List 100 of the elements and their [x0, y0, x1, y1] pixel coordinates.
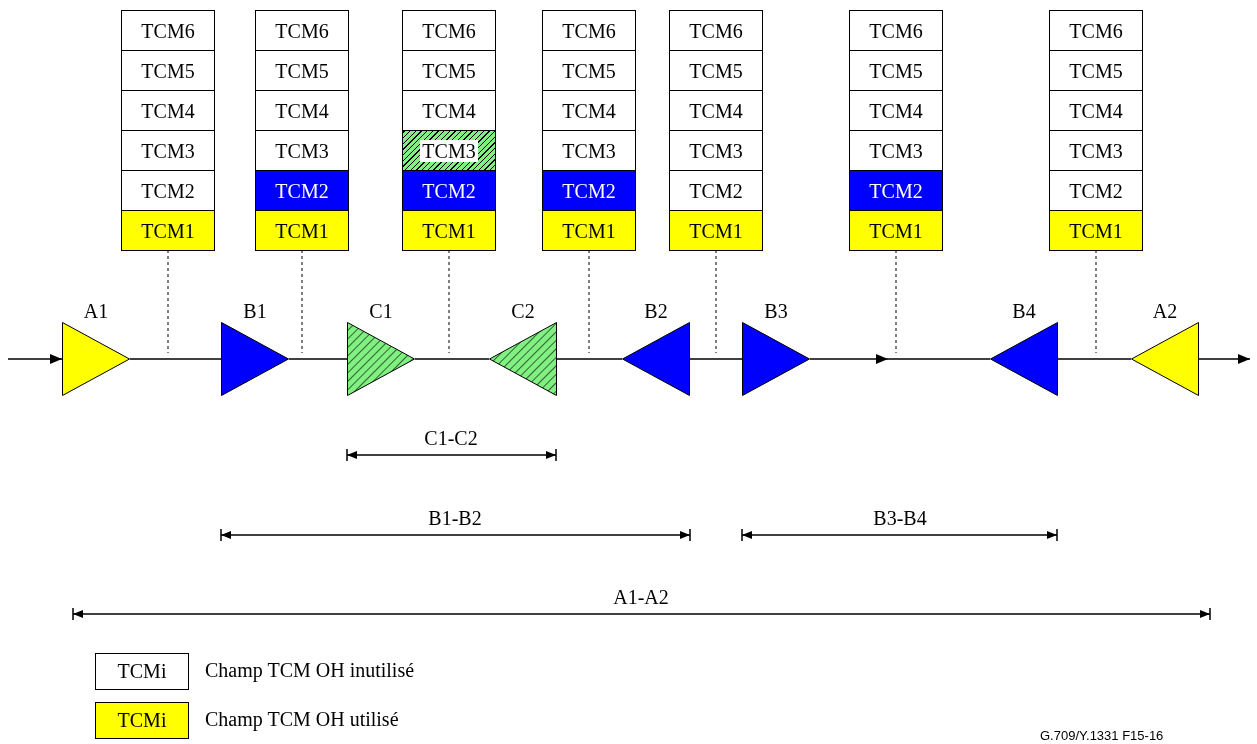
- tcm-field: [669, 130, 763, 171]
- leader-line: [715, 249, 717, 354]
- tcm-field: [1049, 210, 1143, 251]
- signal-line: [809, 354, 889, 364]
- tcm-field: [849, 170, 943, 211]
- field-label: TCM1: [140, 219, 196, 242]
- field-label: TCM5: [1068, 59, 1124, 82]
- field-label: TCM4: [274, 99, 330, 122]
- field-label: TCM1: [688, 219, 744, 242]
- field-label: TCM2: [688, 179, 744, 202]
- field-label: TCM1: [868, 219, 924, 242]
- signal-line: [556, 358, 623, 360]
- field-label: TCM6: [1068, 19, 1124, 42]
- tcm-field: [849, 10, 943, 51]
- tcm-field: [542, 50, 636, 91]
- tcm-field: [121, 210, 215, 251]
- signal-line: [1057, 358, 1132, 360]
- tcm-field: [669, 50, 763, 91]
- tcm-field: [255, 50, 349, 91]
- triangle-symbol: [62, 322, 130, 396]
- leader-line: [588, 249, 590, 354]
- field-label: TCM2: [1068, 179, 1124, 202]
- field-label: TCM2: [561, 179, 617, 202]
- tcm-field: [1049, 50, 1143, 91]
- tcm-field: [402, 170, 496, 211]
- leader-line: [448, 249, 450, 354]
- triangle-symbol: [1131, 322, 1199, 396]
- tcm-field: [669, 210, 763, 251]
- node-label: A1: [83, 300, 109, 322]
- node-label: C2: [511, 300, 535, 322]
- tcm-field: [255, 130, 349, 171]
- triangle-symbol: [622, 322, 690, 396]
- field-label: TCM5: [421, 59, 477, 82]
- legend-swatch: TCMi: [95, 702, 189, 739]
- tcm-field: [849, 90, 943, 131]
- tcm-field: [1049, 130, 1143, 171]
- tcm-field: [402, 130, 496, 171]
- field-label: TCM3: [420, 139, 478, 162]
- tcm-field: [402, 50, 496, 91]
- field-label: TCM6: [561, 19, 617, 42]
- tcm-field: [669, 10, 763, 51]
- tcm-field: [402, 210, 496, 251]
- signal-line: [1198, 354, 1251, 364]
- leader-line: [895, 249, 897, 354]
- tcm-field: [121, 90, 215, 131]
- tcm-field: [542, 90, 636, 131]
- tcm-field: [669, 170, 763, 211]
- tcm-field: [255, 90, 349, 131]
- triangle-symbol: [742, 322, 810, 396]
- field-label: TCM3: [274, 139, 330, 162]
- signal-line: [129, 358, 222, 360]
- field-label: TCM5: [274, 59, 330, 82]
- tcm-field: [542, 210, 636, 251]
- tcm-field: [402, 90, 496, 131]
- figure-number: G.709/Y.1331 F15-16: [1040, 728, 1164, 743]
- tcm-field: [542, 170, 636, 211]
- tcm-field: [121, 130, 215, 171]
- node-label: A2: [1152, 300, 1178, 322]
- leader-line: [301, 249, 303, 354]
- field-label: TCM6: [868, 19, 924, 42]
- field-label: TCM4: [688, 99, 744, 122]
- signal-line: [689, 358, 743, 360]
- triangle-symbol: [990, 322, 1058, 396]
- triangle-symbol: [489, 322, 557, 396]
- field-label: TCM2: [868, 179, 924, 202]
- field-label: TCM2: [274, 179, 330, 202]
- field-label: TCM4: [561, 99, 617, 122]
- tcm-field: [1049, 10, 1143, 51]
- field-label: TCM3: [868, 139, 924, 162]
- triangle-symbol: [221, 322, 289, 396]
- tcm-field: [402, 10, 496, 51]
- legend-text: Champ TCM OH utilisé: [205, 708, 399, 731]
- legend-text: Champ TCM OH inutilisé: [205, 659, 415, 682]
- tcm-field: [849, 50, 943, 91]
- tcm-field: [121, 50, 215, 91]
- field-label: TCM3: [1068, 139, 1124, 162]
- field-label: TCM3: [140, 139, 196, 162]
- field-label: TCM5: [140, 59, 196, 82]
- field-label: TCM1: [421, 219, 477, 242]
- tcm-field: [669, 90, 763, 131]
- signal-line: [414, 358, 490, 360]
- tcm-field: [255, 170, 349, 211]
- field-label: TCM5: [561, 59, 617, 82]
- field-label: TCM6: [140, 19, 196, 42]
- tcm-field: [1049, 170, 1143, 211]
- field-label: TCM5: [868, 59, 924, 82]
- tcm-field: [121, 10, 215, 51]
- tcm-field: [121, 170, 215, 211]
- signal-line: [887, 358, 991, 360]
- tcm-field: [255, 210, 349, 251]
- field-label: TCM3: [688, 139, 744, 162]
- field-label: TCM4: [868, 99, 924, 122]
- signal-line: [288, 358, 348, 360]
- field-label: TCM2: [140, 179, 196, 202]
- leader-line: [1095, 249, 1097, 354]
- field-label: TCM4: [421, 99, 477, 122]
- tcm-field: [1049, 90, 1143, 131]
- field-label: TCM6: [688, 19, 744, 42]
- field-label: TCM1: [561, 219, 617, 242]
- tcm-field: [542, 130, 636, 171]
